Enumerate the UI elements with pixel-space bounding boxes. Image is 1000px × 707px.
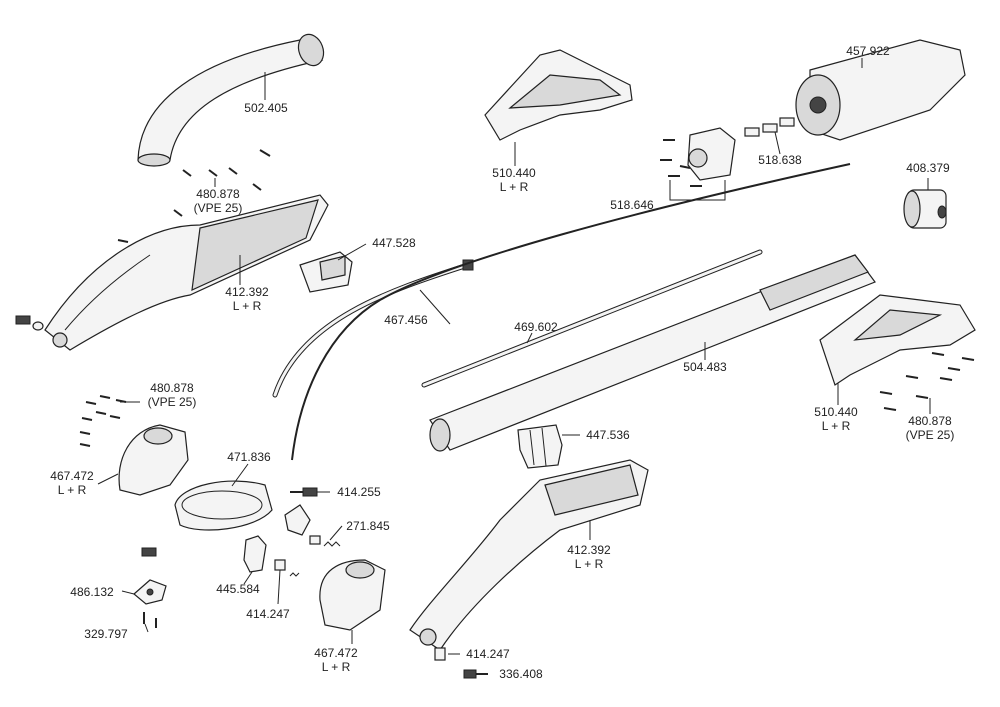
label-486132: 486.132	[70, 585, 114, 599]
part-471836-ring	[174, 480, 273, 531]
part-271845-spring	[323, 541, 341, 547]
label-471836: 471.836	[227, 450, 271, 464]
label-467456: 467.456	[384, 313, 428, 327]
label-414247-bottom: 414.247	[466, 647, 510, 661]
part-510440-lower	[819, 294, 976, 386]
part-414255-bolt	[290, 487, 318, 497]
part-486132-nut	[133, 579, 167, 605]
label-414247-top: 414.247	[246, 607, 290, 621]
label-271845: 271.845	[346, 519, 390, 533]
label-480878-left: 480.878(VPE 25)	[147, 381, 197, 409]
part-467472-left-guard	[118, 424, 189, 496]
label-329797: 329.797	[84, 627, 128, 641]
label-457922: 457.922	[846, 44, 890, 58]
part-412392-upper-housing	[44, 194, 329, 351]
part-329797-screws	[143, 612, 157, 628]
label-445584: 445.584	[216, 582, 260, 596]
screws-480878-left	[79, 395, 127, 447]
label-502405: 502.405	[244, 101, 288, 115]
part-412392-lower-housing	[409, 459, 649, 651]
part-447536-clip	[517, 424, 563, 469]
part-445584-lever	[243, 535, 267, 573]
label-414255: 414.255	[337, 485, 381, 499]
label-336408: 336.408	[499, 667, 543, 681]
part-518646-gearbox	[687, 127, 736, 181]
part-510440-upper	[484, 49, 633, 141]
part-414247-bottom	[434, 647, 446, 661]
part-469602-tube	[421, 249, 763, 388]
label-469602: 469.602	[514, 320, 558, 334]
part-467472-bottom-guard	[319, 559, 386, 631]
label-447536: 447.536	[586, 428, 630, 442]
label-408379: 408.379	[906, 161, 950, 175]
label-480878-top: 480.878(VPE 25)	[193, 187, 243, 215]
part-small-spring	[289, 572, 300, 577]
screws-518646	[660, 139, 702, 187]
label-447528: 447.528	[372, 236, 416, 250]
part-336408-screw	[463, 669, 488, 679]
part-518638-pins	[744, 117, 795, 137]
part-457922-motor	[795, 39, 966, 141]
label-518638: 518.638	[758, 153, 802, 167]
part-small-bracket	[284, 504, 321, 545]
part-pin-left	[141, 547, 157, 557]
part-504483-boom	[429, 254, 876, 452]
label-504483: 504.483	[683, 360, 727, 374]
screws-480878-right	[879, 352, 975, 411]
screw-left	[15, 315, 44, 331]
part-502405-bent-tube	[137, 33, 325, 167]
label-518646: 518.646	[610, 198, 654, 212]
part-447528-clip	[299, 251, 353, 293]
screws-480878-top	[117, 149, 271, 243]
label-480878-right: 480.878(VPE 25)	[905, 414, 955, 442]
part-408379-coupling	[903, 189, 947, 229]
part-414247-top	[274, 559, 286, 571]
